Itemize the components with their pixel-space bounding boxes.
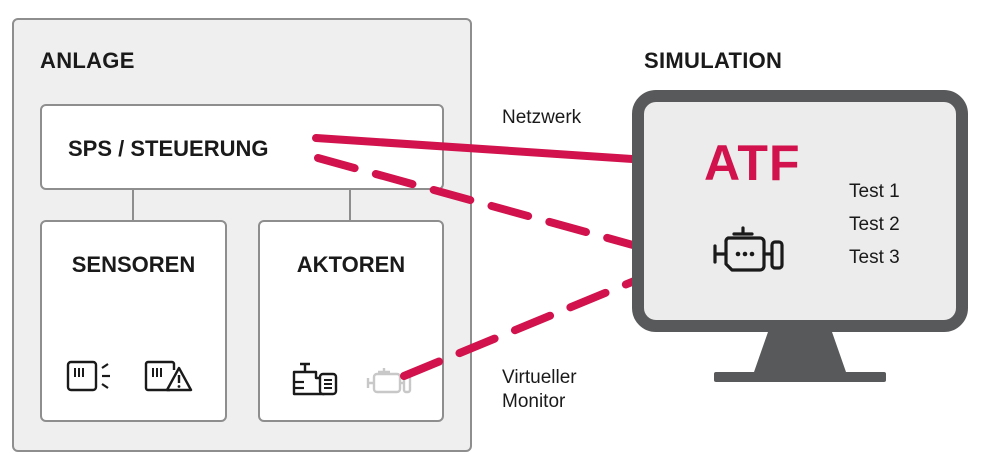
anlage-title: ANLAGE: [40, 48, 135, 73]
sensoren-box: [40, 220, 227, 422]
simulation-title: SIMULATION: [644, 48, 783, 73]
virtueller-monitor-label-line1: Virtueller: [502, 367, 577, 388]
atf-label: ATF: [704, 135, 801, 191]
aktoren-label: AKTOREN: [296, 252, 406, 277]
test-2-label: Test 2: [849, 214, 900, 235]
monitor-icon: [632, 90, 968, 382]
valve-actuator-icon: [292, 362, 338, 396]
aktoren-box: [258, 220, 444, 422]
sps-sensoren-connector: [132, 190, 134, 220]
netzwerk-label: Netzwerk: [502, 107, 582, 128]
sensor-warning-icon: [144, 360, 193, 392]
engine-icon: [713, 226, 784, 272]
test-1-label: Test 1: [849, 181, 900, 202]
sps-label: SPS / STEUERUNG: [68, 136, 269, 161]
virtueller-monitor-label-line2: Monitor: [502, 391, 566, 412]
netzwerk-line: [312, 134, 682, 166]
sps-to-simulation-dashed-line: [314, 154, 684, 262]
test-3-label: Test 3: [849, 247, 900, 268]
sensoren-label: SENSOREN: [71, 252, 196, 277]
sensor-signal-icon: [66, 360, 110, 392]
sps-aktoren-connector: [349, 190, 351, 220]
